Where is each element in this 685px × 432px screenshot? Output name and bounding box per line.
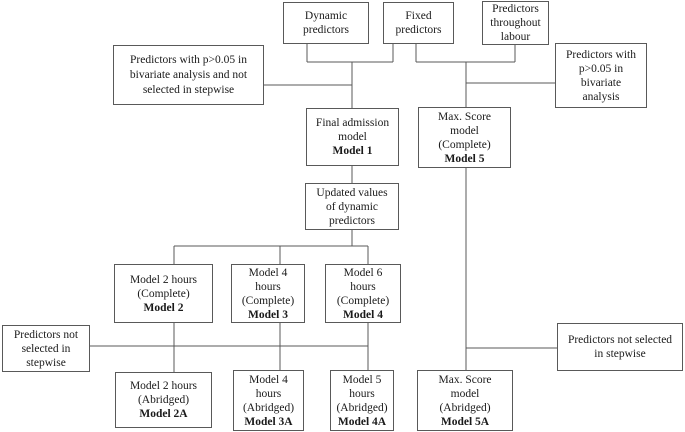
text-line: model xyxy=(338,131,367,143)
text-line: (Abridged) xyxy=(137,394,190,406)
model-name: Model 3 xyxy=(248,308,288,321)
text-line: Final admission xyxy=(315,117,390,129)
model-name: Model 4A xyxy=(337,415,387,428)
node-model-2-complete: Model 2 hours (Complete) Model 2 xyxy=(114,264,213,323)
text-line: (Complete) xyxy=(137,287,190,300)
text-line: Updated values xyxy=(316,186,388,199)
text-line: selected in xyxy=(21,342,71,355)
model-name: Model 2 xyxy=(143,301,184,314)
text-line: Model 2 hours xyxy=(129,273,198,286)
text-line: Model 2 hours xyxy=(129,380,198,392)
text-line: model xyxy=(450,387,480,400)
text-line: Max. Score xyxy=(437,110,491,123)
node-model-4-complete: Model 6 hours (Complete) Model 4 xyxy=(325,264,401,323)
text-line: (Complete) xyxy=(241,294,295,307)
node-model-4a-abridged: Model 5 hours (Abridged) Model 4A xyxy=(330,370,394,431)
text-line: hours xyxy=(255,280,281,293)
text-line: (Abridged) xyxy=(242,401,295,414)
text-line: bivariate xyxy=(580,76,622,89)
model-name: Model 2A xyxy=(139,408,188,420)
text-line: Fixed xyxy=(405,10,432,22)
node-model-2a-abridged: Model 2 hours (Abridged) Model 2A xyxy=(115,372,212,428)
node-model-5-max-score-complete: Max. Score model (Complete) Model 5 xyxy=(418,107,511,168)
node-fixed-predictors: Fixed predictors xyxy=(383,2,454,44)
node-p005-bivariate-right: Predictors with p>0.05 in bivariate anal… xyxy=(555,43,647,108)
text-line: throughout xyxy=(490,17,541,29)
text-line: Model 4 xyxy=(249,373,288,386)
node-updated-values-dynamic: Updated values of dynamic predictors xyxy=(305,183,399,230)
text-line: model xyxy=(450,124,479,137)
text-line: predictors xyxy=(329,214,375,227)
text-line: Model 4 xyxy=(248,266,288,279)
model-name: Model 5 xyxy=(444,152,485,165)
text-line: analysis xyxy=(582,90,620,103)
text-line: Predictors with p>0.05 in xyxy=(129,53,247,66)
text-line: Model 6 xyxy=(343,266,383,279)
node-model-3a-abridged: Model 4 hours (Abridged) Model 3A xyxy=(233,370,304,431)
node-model-3-complete: Model 4 hours (Complete) Model 3 xyxy=(231,264,305,323)
text-line: (Complete) xyxy=(438,138,491,151)
node-p005-bivariate-not-stepwise-left: Predictors with p>0.05 in bivariate anal… xyxy=(113,45,264,105)
node-predictors-not-selected-right: Predictors not selected in stepwise xyxy=(557,323,683,371)
node-predictors-throughout-labour: Predictors throughout labour xyxy=(482,1,549,45)
node-dynamic-predictors: Dynamic predictors xyxy=(283,2,369,44)
text-line: predictors xyxy=(395,24,442,36)
text-line: of dynamic xyxy=(325,200,379,213)
text-line: Model 5 xyxy=(342,373,382,386)
text-line: (Abridged) xyxy=(336,401,388,414)
model-name: Model 3A xyxy=(244,415,293,428)
text-line: in stepwise xyxy=(594,348,646,360)
text-line: bivariate analysis and not xyxy=(129,68,248,81)
text-line: Predictors xyxy=(492,3,539,15)
text-line: Max. Score xyxy=(438,373,492,386)
text-line: (Complete) xyxy=(336,294,390,307)
text-line: predictors xyxy=(303,24,349,36)
text-line: labour xyxy=(500,31,531,43)
text-line: hours xyxy=(255,387,282,400)
model-name: Model 1 xyxy=(332,145,373,157)
text-line: p>0.05 in xyxy=(578,62,624,75)
node-model-1-final-admission: Final admission model Model 1 xyxy=(306,108,399,166)
text-line: hours xyxy=(350,280,376,293)
text-line: Predictors not xyxy=(13,328,79,341)
text-line: stepwise xyxy=(26,356,66,369)
node-predictors-not-selected-left: Predictors not selected in stepwise xyxy=(2,325,90,372)
text-line: Predictors with xyxy=(566,48,636,61)
text-line: (Abridged) xyxy=(439,401,491,414)
text-line: selected in stepwise xyxy=(142,83,235,96)
model-name: Model 4 xyxy=(343,308,383,321)
model-name: Model 5A xyxy=(440,415,490,428)
text-line: Predictors not selected xyxy=(567,334,673,346)
text-line: hours xyxy=(349,387,375,400)
text-line: Dynamic xyxy=(304,10,348,22)
node-model-5a-max-score-abridged: Max. Score model (Abridged) Model 5A xyxy=(417,370,513,431)
